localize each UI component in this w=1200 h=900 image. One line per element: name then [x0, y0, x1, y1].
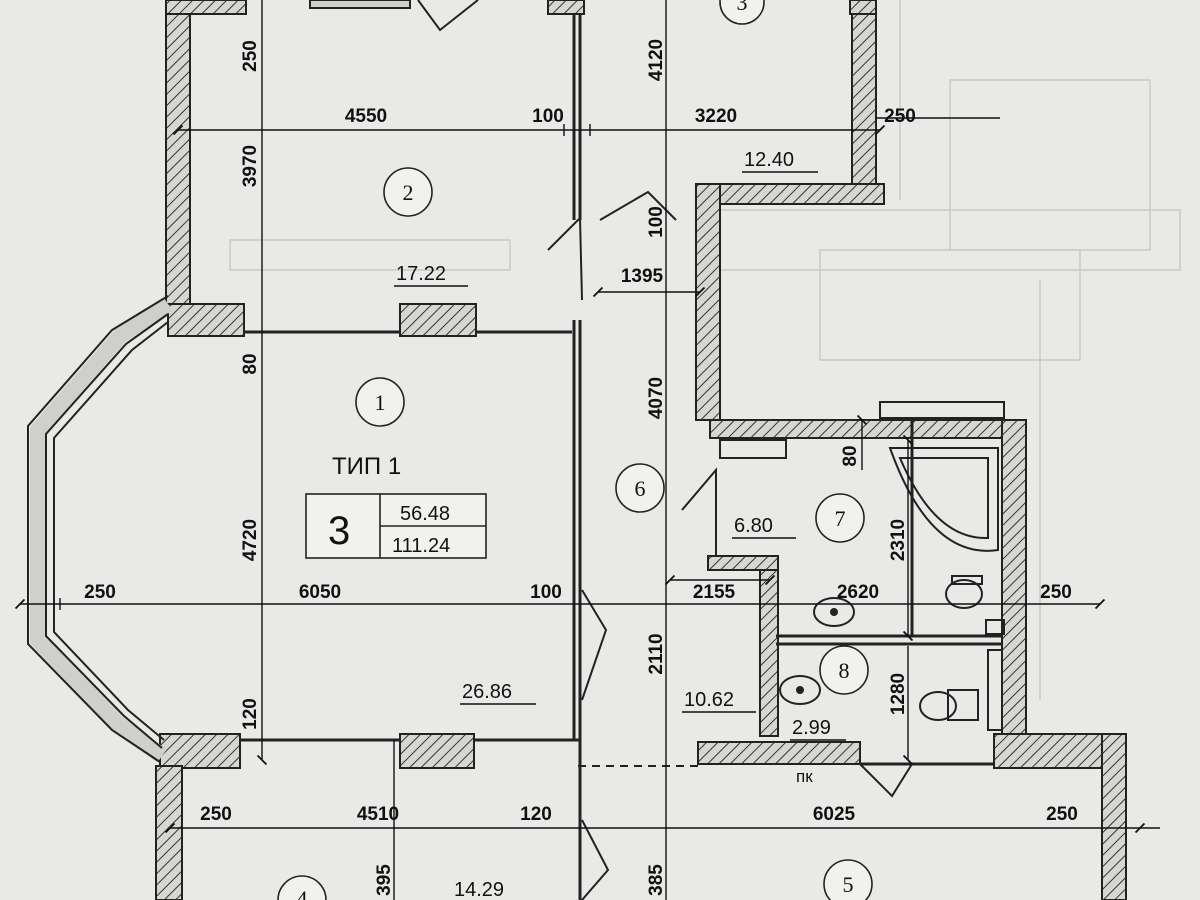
room-number: 5: [843, 872, 854, 897]
dimension-label: 2310: [888, 519, 909, 561]
room-marker-5: [823, 859, 873, 900]
wall: [759, 555, 779, 737]
dimension-label: 250: [884, 106, 916, 127]
dimension-label: 80: [840, 445, 861, 466]
wall: [695, 183, 721, 421]
wall: [1001, 419, 1027, 737]
room-areas: 17.22 12.40 26.86 10.62 6.80 2.99 14.29: [394, 149, 846, 900]
dimension-label: 4550: [345, 106, 387, 127]
wall: [851, 13, 877, 185]
room-marker-7: [815, 493, 865, 543]
dimension-label: 120: [240, 698, 261, 730]
dimension-label: 250: [1040, 582, 1072, 603]
dimension-label: 100: [532, 106, 564, 127]
room-number: 8: [839, 658, 850, 683]
dimension-label: 80: [240, 353, 261, 374]
dimension-label: 6050: [299, 582, 341, 603]
wall: [695, 183, 885, 205]
extra-area: 12.40: [744, 149, 794, 171]
dimension-label: 395: [374, 864, 395, 896]
toilet: [919, 691, 957, 721]
door-swing: [417, 0, 479, 32]
sink: [779, 675, 821, 705]
room-area-6: 10.62: [684, 689, 734, 711]
wall: [1101, 733, 1127, 900]
dimension-label: 6025: [813, 804, 856, 825]
wall: [697, 741, 861, 765]
dimension-label: 4510: [357, 804, 399, 825]
dimension-label: 2155: [693, 582, 736, 603]
dimension-label: 3220: [695, 106, 737, 127]
wall: [399, 303, 477, 337]
sink: [813, 597, 855, 627]
apartment-type: ТИП 1: [332, 453, 401, 480]
dimension-label: 250: [240, 40, 261, 72]
dimension-label: 1395: [621, 266, 664, 287]
door-swing: [859, 763, 913, 798]
dimension-label: 120: [520, 804, 552, 825]
room-marker-4: [277, 875, 327, 900]
wall: [709, 419, 1021, 439]
room-area-8: 2.99: [792, 717, 831, 739]
room-area-1: 26.86: [462, 681, 512, 703]
room-number: 7: [835, 506, 846, 531]
door-swing: [581, 589, 608, 701]
dimension-label: 100: [646, 206, 667, 238]
room-markers: [277, 0, 873, 900]
total-area: 111.24: [392, 535, 450, 557]
wall: [399, 733, 475, 769]
wall: [165, 0, 191, 305]
wall: [707, 555, 779, 571]
door-swing: [681, 467, 717, 556]
apartment-info: ТИП 1 3 56.48 111.24: [305, 453, 487, 559]
room-marker-3: [719, 0, 765, 25]
corner-bath: [888, 447, 999, 552]
wall: [849, 0, 877, 15]
room-numbers: 3 2 1 6 7 8 4 5: [297, 0, 854, 900]
dimension-label: 4070: [646, 377, 667, 419]
dimension-label: 2110: [646, 633, 667, 674]
dimension-label: 4120: [646, 39, 667, 81]
dimension-label: 3970: [240, 145, 261, 187]
door-swing: [581, 819, 610, 900]
bay-window: [27, 295, 173, 763]
wall: [165, 0, 247, 15]
room-area-4: 14.29: [454, 879, 504, 900]
dimension-labels: 250 4120 4550 100 3220 250 3970 100 1395…: [84, 39, 1078, 896]
living-area: 56.48: [400, 503, 450, 525]
pk-label: пк: [796, 767, 813, 786]
dimension-label: 1280: [888, 673, 909, 715]
room-marker-1: [355, 377, 405, 427]
room-area-2: 17.22: [396, 263, 446, 285]
room-area-7: 6.80: [734, 515, 773, 537]
wall: [547, 0, 585, 15]
room-number: 3: [737, 0, 748, 15]
room-number: 6: [635, 476, 646, 501]
wall: [155, 765, 183, 900]
dimension-label: 2620: [837, 582, 879, 603]
wall: [167, 303, 245, 337]
room-number: 1: [375, 390, 386, 415]
dimension-label: 4720: [240, 519, 261, 561]
background-ghost-lines: [229, 0, 1181, 700]
doors: [309, 0, 913, 900]
door-swing: [547, 215, 583, 301]
room-marker-2: [383, 167, 433, 217]
wall: [159, 733, 241, 769]
fixtures: [719, 401, 1005, 731]
room-marker-8: [819, 645, 869, 695]
dimension-label: 250: [200, 804, 232, 825]
room-marker-6: [615, 463, 665, 513]
dimension-lines: [14, 0, 1160, 900]
dimension-label: 100: [530, 582, 562, 603]
room-count: 3: [328, 509, 350, 553]
room-number: 4: [297, 886, 308, 900]
room-number: 2: [403, 180, 414, 205]
dimension-label: 250: [84, 582, 116, 603]
dimension-label: 385: [646, 864, 667, 896]
dimension-label: 250: [1046, 804, 1078, 825]
